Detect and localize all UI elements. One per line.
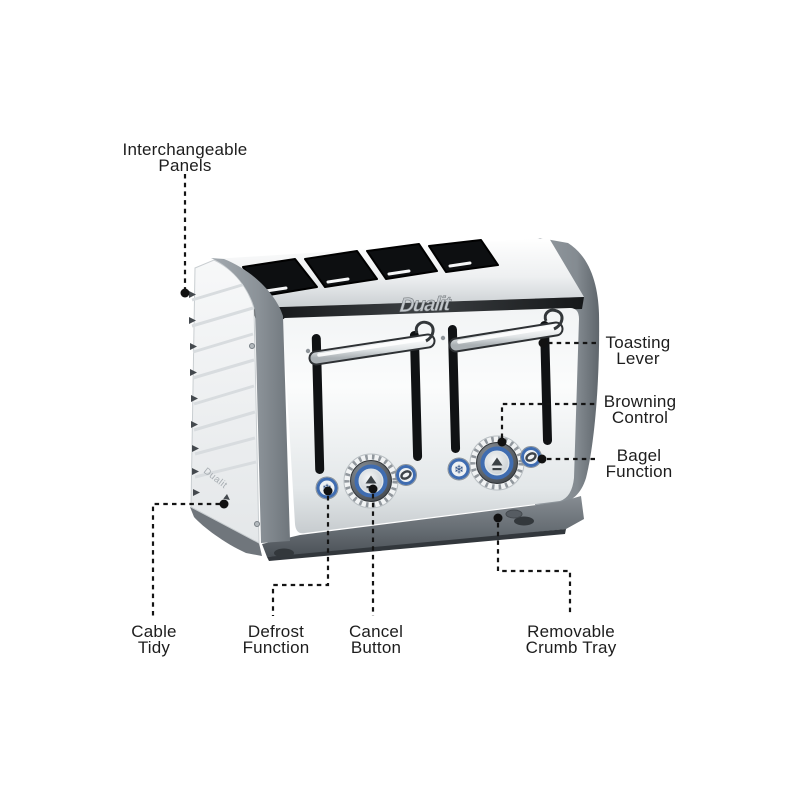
label-defrost-function: Defrost Function [242, 622, 310, 657]
label-cancel-button: Cancel Button [348, 622, 404, 657]
toast-slot-2 [304, 250, 378, 288]
panel-edge-tabs [189, 291, 200, 496]
leader-cable-tidy [151, 502, 220, 616]
left-corner-trim [211, 258, 290, 543]
top-front-bevel [252, 297, 584, 320]
bagel-button-right [520, 446, 542, 468]
dot-removable-crumb-tray [493, 513, 503, 523]
defrost-button-right: ❄ [447, 457, 471, 481]
eject-icon [491, 457, 503, 466]
front-screws [305, 335, 446, 354]
toaster-body: Dualit [189, 238, 600, 561]
side-arrow-icon [223, 494, 230, 501]
dot-bagel-function [537, 454, 547, 464]
toasting-lever-right [448, 308, 564, 353]
leader-removable-crumb-tray [496, 523, 572, 616]
snowflake-icon: ❄ [454, 463, 464, 477]
label-interchangeable-panels: Interchangeable Panels [122, 140, 248, 175]
bagel-icon [400, 470, 412, 480]
dot-toasting-lever [538, 338, 548, 348]
base-lip [267, 529, 566, 561]
dot-browning-control [497, 437, 507, 447]
leader-browning-control [500, 402, 596, 438]
base-left [190, 507, 262, 556]
foot-left [274, 548, 294, 558]
label-removable-crumb-tray: Removable Crumb Tray [525, 622, 617, 657]
dot-defrost-function [323, 486, 333, 496]
label-bagel-function: Bagel Function [605, 446, 673, 481]
leader-lines [151, 174, 596, 616]
panel-ribs [191, 280, 257, 479]
toast-slot-3 [366, 243, 438, 280]
leader-dots [180, 288, 548, 523]
browning-knob-left [343, 453, 399, 509]
foot-right [514, 516, 534, 526]
dot-cable-tidy [219, 499, 229, 509]
eject-icon [365, 475, 377, 484]
bagel-button-left [395, 464, 417, 486]
bagel-icon [525, 452, 537, 462]
panel-screw-top [249, 343, 255, 349]
cancel-eject-button-right [491, 457, 503, 471]
base [262, 496, 584, 557]
panel-screw-bottom [254, 521, 260, 527]
label-toasting-lever: Toasting Lever [605, 333, 671, 368]
slot-highlights [264, 261, 472, 293]
browning-knob-right [469, 435, 525, 491]
dot-cancel-button [368, 484, 378, 494]
toasting-lever-left [308, 320, 436, 366]
dot-interchangeable-panels [180, 288, 190, 298]
toast-slot-4 [428, 239, 499, 273]
label-cable-tidy: Cable Tidy [131, 622, 177, 657]
side-panel: Dualit [189, 259, 260, 544]
label-browning-control: Browning Control [603, 392, 677, 427]
crumb-tray-tab [505, 509, 523, 519]
leader-defrost-function [271, 496, 330, 616]
lever-slots [311, 321, 553, 474]
